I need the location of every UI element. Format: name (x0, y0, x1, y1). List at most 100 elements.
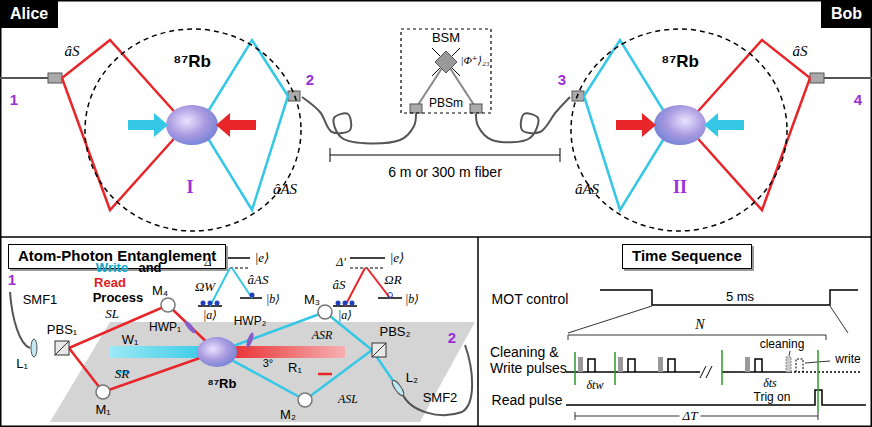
leader-line (789, 351, 790, 356)
label-text: 6 m or 300 m fiber (388, 164, 502, 180)
label-text: SMF2 (423, 391, 458, 406)
label-text: âAS (575, 181, 599, 198)
label-text: Read (94, 276, 126, 291)
label-text: Write (96, 261, 128, 276)
pbs-cube (372, 343, 386, 357)
waveplate (183, 319, 197, 334)
label-text: âS (333, 278, 346, 293)
label-text: |b⟩ (266, 293, 280, 307)
label-text: Δ (204, 256, 211, 270)
cleaning-pulse (658, 357, 663, 372)
bob-setup (572, 40, 872, 210)
name-tag: Alice (0, 0, 58, 28)
label-text: 2 (306, 71, 314, 88)
write-pulse (755, 359, 762, 372)
optical-table (50, 322, 475, 422)
label-text: Δ' (336, 256, 346, 270)
label-text: ⁸⁷Rb (208, 377, 237, 392)
label-text: M₃ (304, 293, 320, 308)
node-text: Time Sequence (632, 248, 742, 265)
cleaning-pulse (618, 357, 623, 372)
lens (390, 379, 405, 397)
label-text: PBS₁ (47, 323, 77, 338)
label-text: 5 ms (726, 290, 754, 305)
bsm-box: BSM|Φ⁺⟩₂₃ PBSm (400, 28, 492, 114)
node-text: Bob (831, 5, 862, 23)
label-text: |a⟩ (203, 309, 217, 323)
node-text: II (673, 178, 687, 198)
node-ellipse: ⁸⁷RbI (84, 28, 302, 232)
fiber-connector (302, 97, 416, 143)
atom-cloud (197, 337, 237, 367)
write-pulse (796, 359, 803, 372)
label-text: âAS (248, 273, 269, 288)
label-text: HWP₂ (234, 315, 267, 329)
label-text: M₄ (152, 284, 168, 299)
polarization-mark (318, 373, 332, 376)
label-text: and (138, 261, 161, 276)
lens (31, 339, 37, 357)
waveplate (245, 332, 255, 349)
label-text: |e⟩ (255, 251, 269, 266)
panel-header: Time Sequence (622, 244, 752, 269)
time-markers (575, 350, 818, 412)
label-text: δts (763, 377, 777, 391)
label-text: ASL (338, 393, 358, 407)
name-tag: Bob (821, 0, 872, 28)
label-text: SL (105, 307, 119, 322)
label-text: 3 (558, 71, 566, 88)
label-text: 3° (263, 357, 274, 370)
write-pulse (588, 359, 595, 372)
mirror (161, 298, 175, 312)
pbs-cube (55, 341, 69, 355)
label-text: âS (793, 43, 808, 60)
mirror (318, 305, 332, 319)
label-text: L₁ (16, 357, 28, 372)
read-beam (222, 346, 345, 358)
label-text: 1 (10, 91, 18, 108)
label-text: W₁ (122, 333, 139, 348)
pbs-cube (55, 341, 69, 355)
label-text: |a⟩ (338, 309, 352, 323)
label-text: R₁ (288, 361, 302, 376)
label-text: |b⟩ (405, 293, 419, 307)
label-text: ΔT (680, 409, 701, 424)
label-text: N (695, 317, 704, 333)
node-text: PBSm (429, 97, 463, 110)
label-text: |e⟩ (390, 251, 404, 266)
node-text: ⁸⁷Rb (173, 53, 211, 72)
label-text: cleaning (760, 338, 805, 352)
cleaning-pulse (578, 357, 583, 372)
label-text: M₁ (95, 403, 110, 418)
label-text: PBS₂ (379, 325, 410, 340)
mirror (298, 393, 312, 407)
label-text: 4 (854, 91, 862, 108)
label-text: M₂ (280, 408, 296, 423)
write-beam (110, 346, 212, 358)
panel-divider (477, 237, 479, 427)
label-text: HWP₁ (149, 321, 181, 335)
panel-divider (0, 236, 872, 238)
label-text: SR (115, 367, 129, 382)
fiber-connector (476, 97, 570, 142)
stokes-path (69, 305, 217, 392)
anti-stokes-path (217, 312, 398, 400)
node-text: Alice (10, 5, 48, 23)
label-text: Cleaning & Write pulses (490, 344, 590, 376)
node-text: |Φ⁺⟩₂₃ (460, 54, 489, 66)
label-text: 1 (8, 271, 16, 288)
cleaning-pulse (745, 357, 750, 372)
cleaning-pulse (786, 357, 791, 372)
label-text: Process (93, 291, 144, 306)
node-text: BSM (432, 31, 460, 45)
label-text: ΩW (195, 280, 215, 295)
label-text: L₂ (406, 371, 418, 386)
label-text: Read pulse (492, 392, 563, 408)
mirror (96, 385, 110, 399)
dimension-bracket (330, 148, 560, 162)
pbs-cube (372, 343, 386, 357)
node-text: ⁸⁷Rb (661, 53, 699, 72)
